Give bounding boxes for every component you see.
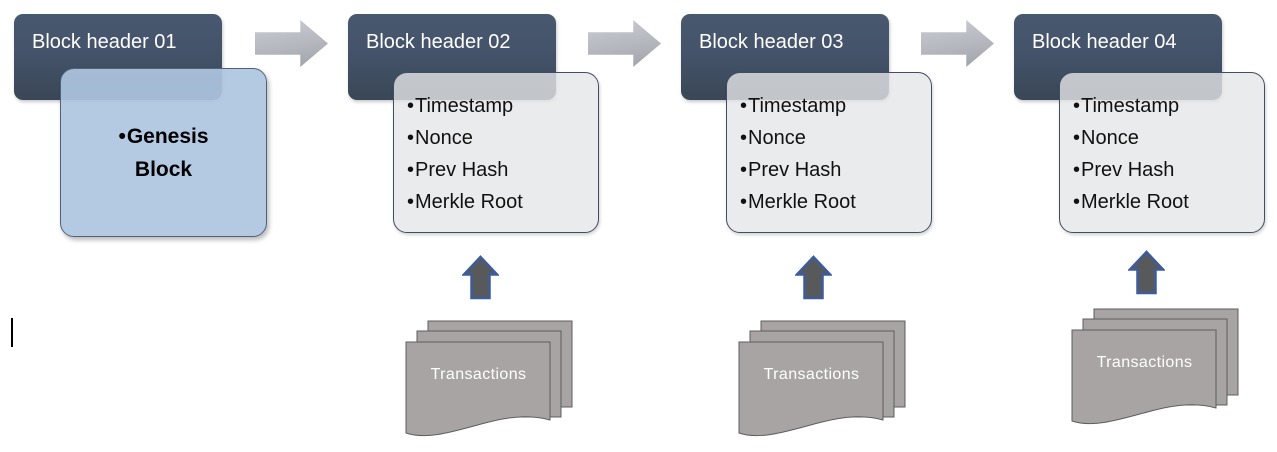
- transactions-label: Transactions: [430, 366, 527, 383]
- up-arrow-icon: [795, 255, 832, 300]
- block-header-label: Block header 01: [32, 31, 177, 53]
- bullet-glyph: •: [740, 95, 748, 117]
- document-stack-icon: [738, 320, 906, 437]
- up-arrow-shape: [462, 255, 499, 300]
- document-page-front: [405, 341, 551, 437]
- bullet-glyph: •: [1073, 191, 1081, 213]
- block-content-04: •Timestamp •Nonce •Prev Hash •Merkle Roo…: [1059, 72, 1265, 233]
- list-item: •Merkle Root: [407, 191, 523, 213]
- list-item: •Timestamp: [407, 95, 514, 117]
- list-item: •Prev Hash: [740, 159, 842, 181]
- transactions-stack: Transactions: [405, 320, 573, 442]
- block-header-label: Block header 03: [699, 31, 844, 53]
- document-page-front: [1071, 329, 1217, 425]
- block-header-label: Block header 04: [1032, 31, 1177, 53]
- bullet-glyph: •: [740, 191, 748, 213]
- block-content-02: •Timestamp •Nonce •Prev Hash •Merkle Roo…: [393, 72, 599, 233]
- bullet-glyph: •: [740, 127, 748, 149]
- genesis-block-label: •Genesis Block: [118, 124, 209, 181]
- list-item: •Prev Hash: [1073, 159, 1175, 181]
- bullet-glyph: •: [407, 191, 415, 213]
- document-page-front: [738, 341, 884, 437]
- bullet-glyph: •: [740, 159, 748, 181]
- list-item: •Timestamp: [1073, 95, 1180, 117]
- bullet-glyph: •: [1073, 95, 1081, 117]
- bullet-glyph: •: [407, 95, 415, 117]
- transactions-label: Transactions: [1096, 354, 1193, 371]
- bullet-glyph: •: [118, 124, 126, 148]
- list-item: •Merkle Root: [1073, 191, 1189, 213]
- up-arrow-shape: [1128, 250, 1165, 295]
- up-arrow-shape: [795, 255, 832, 300]
- document-stack-icon: [405, 320, 573, 437]
- transactions-stack: Transactions: [738, 320, 906, 442]
- flow-arrow-icon: [921, 20, 994, 67]
- bullet-glyph: •: [1073, 159, 1081, 181]
- transactions-stack: Transactions: [1071, 308, 1239, 430]
- document-stack-icon: [1071, 308, 1239, 425]
- text-cursor: [11, 318, 13, 347]
- list-item: •Prev Hash: [407, 159, 509, 181]
- bullet-glyph: •: [407, 127, 415, 149]
- list-item: •Nonce: [407, 127, 473, 149]
- list-item: •Merkle Root: [740, 191, 856, 213]
- block-content-03: •Timestamp •Nonce •Prev Hash •Merkle Roo…: [726, 72, 932, 233]
- up-arrow-icon: [1128, 250, 1165, 295]
- bullet-glyph: •: [407, 159, 415, 181]
- flow-arrow-icon: [255, 20, 328, 67]
- list-item: •Nonce: [740, 127, 806, 149]
- list-item: •Timestamp: [740, 95, 847, 117]
- up-arrow-icon: [462, 255, 499, 300]
- block-header-label: Block header 02: [366, 31, 511, 53]
- bullet-glyph: •: [1073, 127, 1081, 149]
- flow-arrow-icon: [588, 20, 661, 67]
- genesis-block-box: •Genesis Block: [60, 68, 267, 237]
- transactions-label: Transactions: [763, 366, 860, 383]
- list-item: •Nonce: [1073, 127, 1139, 149]
